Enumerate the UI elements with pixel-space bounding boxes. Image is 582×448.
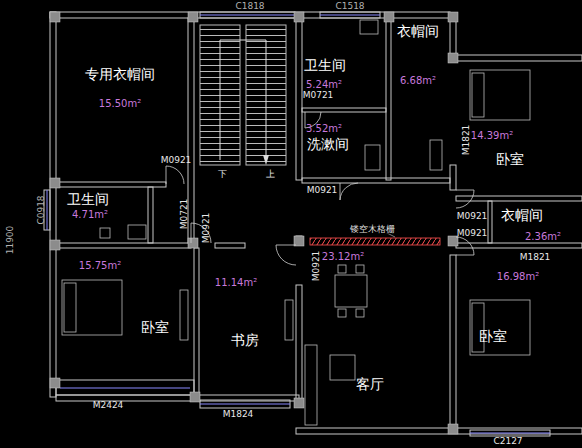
room-area: 6.68m² [400,75,436,86]
room: 16.98m² 卧室 [456,248,582,428]
room-name: 卫生间 [67,192,109,207]
room: 23.12m² 客厅 [302,248,450,428]
room-name: 衣帽间 [397,24,439,39]
room: 卫生间 4.71m² [57,187,148,243]
room-area: 23.12m² [322,251,364,262]
room: 衣帽间 6.68m² [391,18,450,178]
note-label: 镂空木格栅 [349,225,396,234]
room-area: 5.24m² [306,79,342,90]
door-window-code: C2127 [493,437,522,446]
door-window-code: M0721 [303,91,334,100]
room-area: 16.98m² [497,271,539,282]
door-window-code: M0721 [180,199,189,230]
door-window-code: 上 [266,170,275,179]
room-name: 卫生间 [304,58,346,73]
room: 14.39m² 卧室 [456,61,582,196]
door-window-code: 下 [218,170,227,179]
door-window-code: M0921 [161,156,192,165]
dimension-label: C1518 [335,2,364,11]
room-name: 衣帽间 [501,208,543,223]
door-window-code: M1824 [223,410,254,419]
room-name: 卧室 [141,320,169,335]
dimension-label: C0918 [37,195,46,224]
room-name: 专用衣帽间 [85,67,155,82]
room-area: 14.39m² [471,130,513,141]
room-name: 客厅 [356,377,384,392]
room: 衣帽间 2.36m² [492,201,582,243]
room-area: 3.52m² [306,123,342,134]
room: 15.75m² 卧室 [57,248,194,380]
door-window-code: M1821 [520,253,551,262]
room-area: 15.50m² [99,98,141,109]
room-name: 书房 [231,333,259,348]
door-window-code: M0921 [457,229,488,238]
door-window-code: M0921 [457,212,488,221]
room-area: 2.36m² [525,231,561,242]
dimension-label: C1818 [235,2,264,11]
door-window-code: M2424 [93,401,124,410]
door-window-code: M0921 [202,213,211,244]
door-window-code: M1821 [462,125,471,156]
room-area: 15.75m² [79,260,121,271]
room: 11.14m² 书房 [199,248,296,398]
door-window-code: M0921 [307,186,338,195]
room: 3.52m² 洗漱间 [302,112,386,178]
dimension-label: 11900 [6,226,15,255]
room-name: 洗漱间 [307,137,349,152]
room-name: 卧室 [479,329,507,344]
door-window-code: M0921 [312,251,321,282]
room-area: 11.14m² [215,277,257,288]
room-area: 4.71m² [72,209,108,220]
room-name: 卧室 [496,152,524,167]
